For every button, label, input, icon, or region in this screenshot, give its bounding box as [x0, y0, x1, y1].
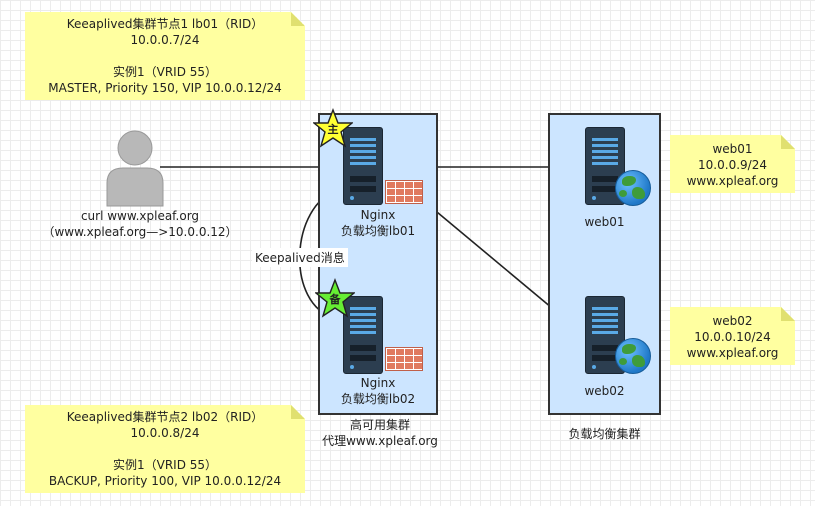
note-line: Keeaplived集群节点1 lb01（RID）: [66, 17, 264, 31]
star-backup-icon: 备: [315, 278, 355, 318]
note-line: 10.0.0.7/24: [130, 33, 200, 47]
keepalived-label: Keepalived消息: [252, 248, 348, 267]
server-icon: [343, 296, 383, 374]
note-line: 10.0.0.8/24: [130, 426, 200, 440]
note-line: BACKUP, Priority 100, VIP 10.0.0.12/24: [48, 474, 282, 488]
server-icon: [343, 127, 383, 205]
client-label: curl www.xpleaf.org （www.xpleaf.org—>10.…: [30, 208, 250, 240]
note-lb02: Keeaplived集群节点2 lb02（RID） 10.0.0.8/24 实例…: [25, 405, 305, 493]
web02-label: web02: [584, 384, 625, 398]
note-line: 10.0.0.9/24: [698, 158, 767, 172]
note-line: [25, 441, 305, 457]
lb01-label-line2: 负载均衡lb01: [340, 224, 416, 238]
lb02-label-line2: 负载均衡lb02: [340, 392, 416, 406]
ha-cluster-label-line1: 高可用集群: [349, 418, 410, 432]
user-icon: [106, 130, 164, 207]
note-line: 10.0.0.10/24: [694, 330, 771, 344]
note-line: 实例1（VRID 55）: [112, 65, 218, 79]
note-line: 实例1（VRID 55）: [112, 458, 218, 472]
note-line: MASTER, Priority 150, VIP 10.0.0.12/24: [48, 81, 282, 95]
lb01-label: Nginx 负载均衡lb01: [318, 207, 438, 239]
globe-icon: [615, 170, 651, 206]
star-backup-label: 备: [329, 292, 342, 306]
note-line: [25, 48, 305, 64]
ha-cluster-label-line2: 代理www.xpleaf.org: [322, 434, 438, 448]
client-label-line2: （www.xpleaf.org—>10.0.0.12）: [42, 225, 238, 239]
star-master-icon: 主: [313, 108, 353, 148]
globe-icon: [615, 338, 651, 374]
lb02-label-line1: Nginx: [360, 376, 396, 390]
client-label-line1: curl www.xpleaf.org: [80, 209, 200, 223]
note-line: www.xpleaf.org: [686, 174, 779, 188]
note-line: web02: [712, 314, 753, 328]
ha-cluster-label: 高可用集群 代理www.xpleaf.org: [300, 417, 460, 449]
note-line: www.xpleaf.org: [686, 346, 779, 360]
note-lb01: Keeaplived集群节点1 lb01（RID） 10.0.0.7/24 实例…: [25, 12, 305, 100]
note-line: Keeaplived集群节点2 lb02（RID）: [66, 410, 264, 424]
firewall-icon: [385, 180, 423, 204]
note-web02: web02 10.0.0.10/24 www.xpleaf.org: [670, 307, 795, 365]
note-line: web01: [712, 142, 753, 156]
lb-cluster-label: 负载均衡集群: [568, 427, 641, 441]
star-master-label: 主: [328, 122, 339, 136]
lb01-label-line1: Nginx: [360, 208, 396, 222]
note-web01: web01 10.0.0.9/24 www.xpleaf.org: [670, 135, 795, 193]
firewall-icon: [385, 347, 423, 371]
lb02-label: Nginx 负载均衡lb02: [318, 375, 438, 407]
web01-label: web01: [584, 215, 625, 229]
